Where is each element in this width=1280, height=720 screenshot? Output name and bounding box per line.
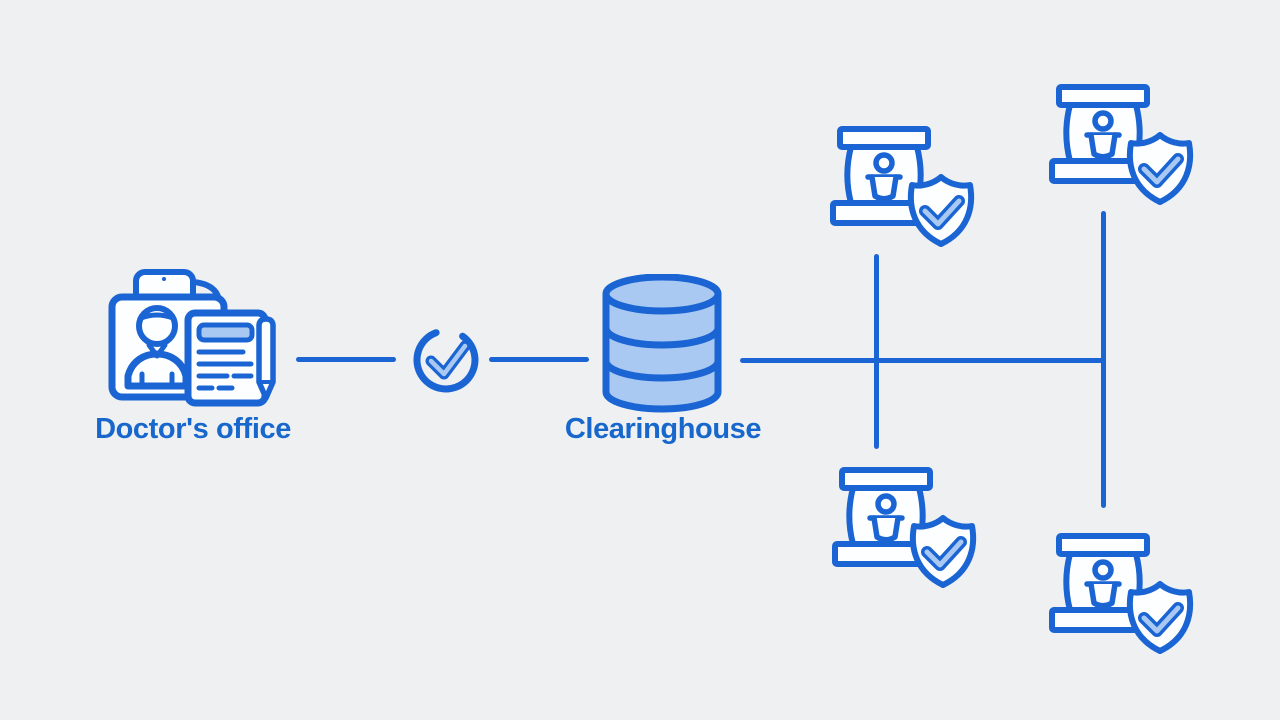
- doctor-office-label: Doctor's office: [95, 413, 291, 445]
- clearinghouse-label: Clearinghouse: [564, 413, 762, 445]
- insurer-building-shield-check-icon: [832, 467, 980, 595]
- insurer-building-shield-check-icon: [830, 126, 978, 254]
- pen-icon: [256, 316, 276, 401]
- branch-line-inner: [874, 254, 879, 449]
- connector-clearinghouse-to-payers: [740, 358, 1105, 363]
- connector-doctor-to-check: [296, 357, 396, 362]
- insurer-building-shield-check-icon: [1049, 84, 1197, 212]
- check-circle-icon: [413, 329, 479, 393]
- insurer-building-shield-check-icon: [1049, 533, 1197, 661]
- doctor-with-chart-icon: [108, 269, 276, 407]
- connector-check-to-clearinghouse: [489, 357, 589, 362]
- database-icon: [602, 274, 722, 413]
- medical-chart-icon: [184, 309, 276, 407]
- branch-line-outer: [1101, 211, 1106, 508]
